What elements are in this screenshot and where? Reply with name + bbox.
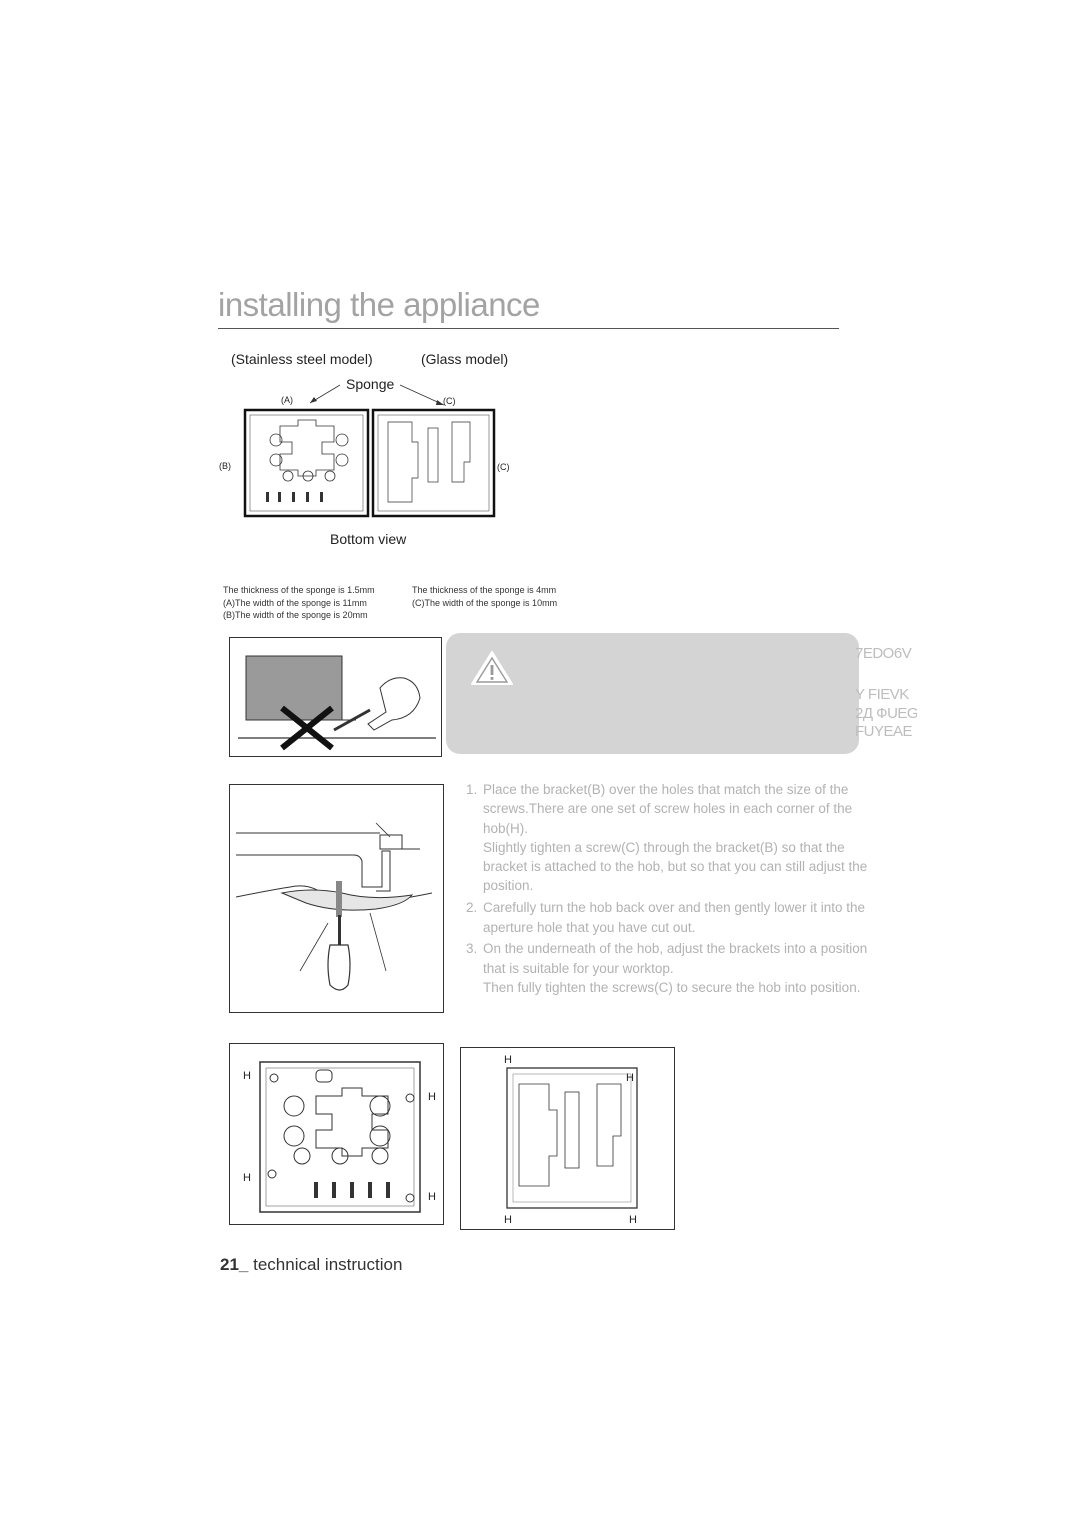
stainless-note-1: The thickness of the sponge is 1.5mm: [223, 585, 375, 595]
prohibited-scraper-figure: [229, 637, 442, 757]
sponge-bottom-view-figure: [238, 380, 498, 520]
hob-h-label-3: H: [243, 1172, 251, 1184]
page-footer: 21_ technical instruction: [220, 1255, 402, 1275]
step-3: 3. On the underneath of the hob, adjust …: [466, 939, 871, 997]
title-divider: [218, 328, 839, 329]
hob-h-label-5: H: [504, 1054, 512, 1066]
tag-a: (A): [281, 395, 293, 405]
hob-h-label-4: H: [428, 1191, 436, 1203]
stainless-notes: The thickness of the sponge is 1.5mm (A)…: [223, 584, 375, 622]
warning-ghost-text-2: Y FIEVK: [855, 686, 909, 703]
glass-model-label: (Glass model): [421, 351, 509, 367]
warning-ghost-text-3: 2Д ФUEG: [855, 705, 917, 722]
stainless-note-2: (A)The width of the sponge is 11mm: [223, 597, 367, 608]
installation-steps: 1. Place the bracket(B) over the holes t…: [466, 780, 871, 1000]
warning-ghost-text-1: 7EDO6V: [855, 645, 912, 662]
stainless-model-label: (Stainless steel model): [231, 351, 373, 367]
warning-ghost-text-4: FUYEAE: [855, 723, 913, 740]
glass-hob-bottom-figure: [460, 1047, 675, 1230]
warning-box: [446, 633, 859, 754]
warning-triangle-icon: [470, 650, 514, 686]
hob-h-label-7: H: [504, 1214, 512, 1226]
page-title: installing the appliance: [218, 286, 540, 323]
hob-h-label-1: H: [243, 1070, 251, 1082]
step-2-number: 2.: [466, 900, 478, 916]
glass-notes: The thickness of the sponge is 4mm (C)Th…: [412, 584, 557, 609]
stainless-hob-bottom-figure: [229, 1043, 444, 1225]
sponge-label: Sponge: [346, 376, 395, 392]
step-2-text-1: Carefully turn the hob back over and the…: [483, 900, 865, 935]
hob-h-label-2: H: [428, 1091, 436, 1103]
step-1: 1. Place the bracket(B) over the holes t…: [466, 780, 871, 896]
hob-h-label-6: H: [626, 1072, 634, 1084]
step-3-text-1: On the underneath of the hob, adjust the…: [483, 941, 868, 976]
bracket-install-figure: [229, 784, 444, 1013]
step-3-number: 3.: [466, 941, 478, 957]
step-1-text-1: Place the bracket(B) over the holes that…: [483, 782, 853, 836]
stainless-note-3: (B)The width of the sponge is 20mm: [223, 610, 368, 620]
step-1-text-2: Slightly tighten a screw(C) through the …: [483, 839, 868, 894]
tag-c-top: (C): [443, 396, 456, 406]
tag-c-side: (C): [497, 462, 510, 472]
step-2: 2. Carefully turn the hob back over and …: [466, 898, 871, 937]
step-1-number: 1.: [466, 782, 478, 797]
step-3-text-2: Then fully tighten the screws(C) to secu…: [483, 979, 861, 995]
bottom-view-caption: Bottom view: [330, 531, 407, 547]
section-name: technical instruction: [253, 1255, 403, 1274]
tag-b: (B): [219, 461, 231, 471]
glass-note-2: (C)The width of the sponge is 10mm: [412, 597, 558, 608]
page-number: 21_: [220, 1255, 249, 1274]
glass-note-1: The thickness of the sponge is 4mm: [412, 585, 557, 595]
hob-h-label-8: H: [629, 1214, 637, 1226]
